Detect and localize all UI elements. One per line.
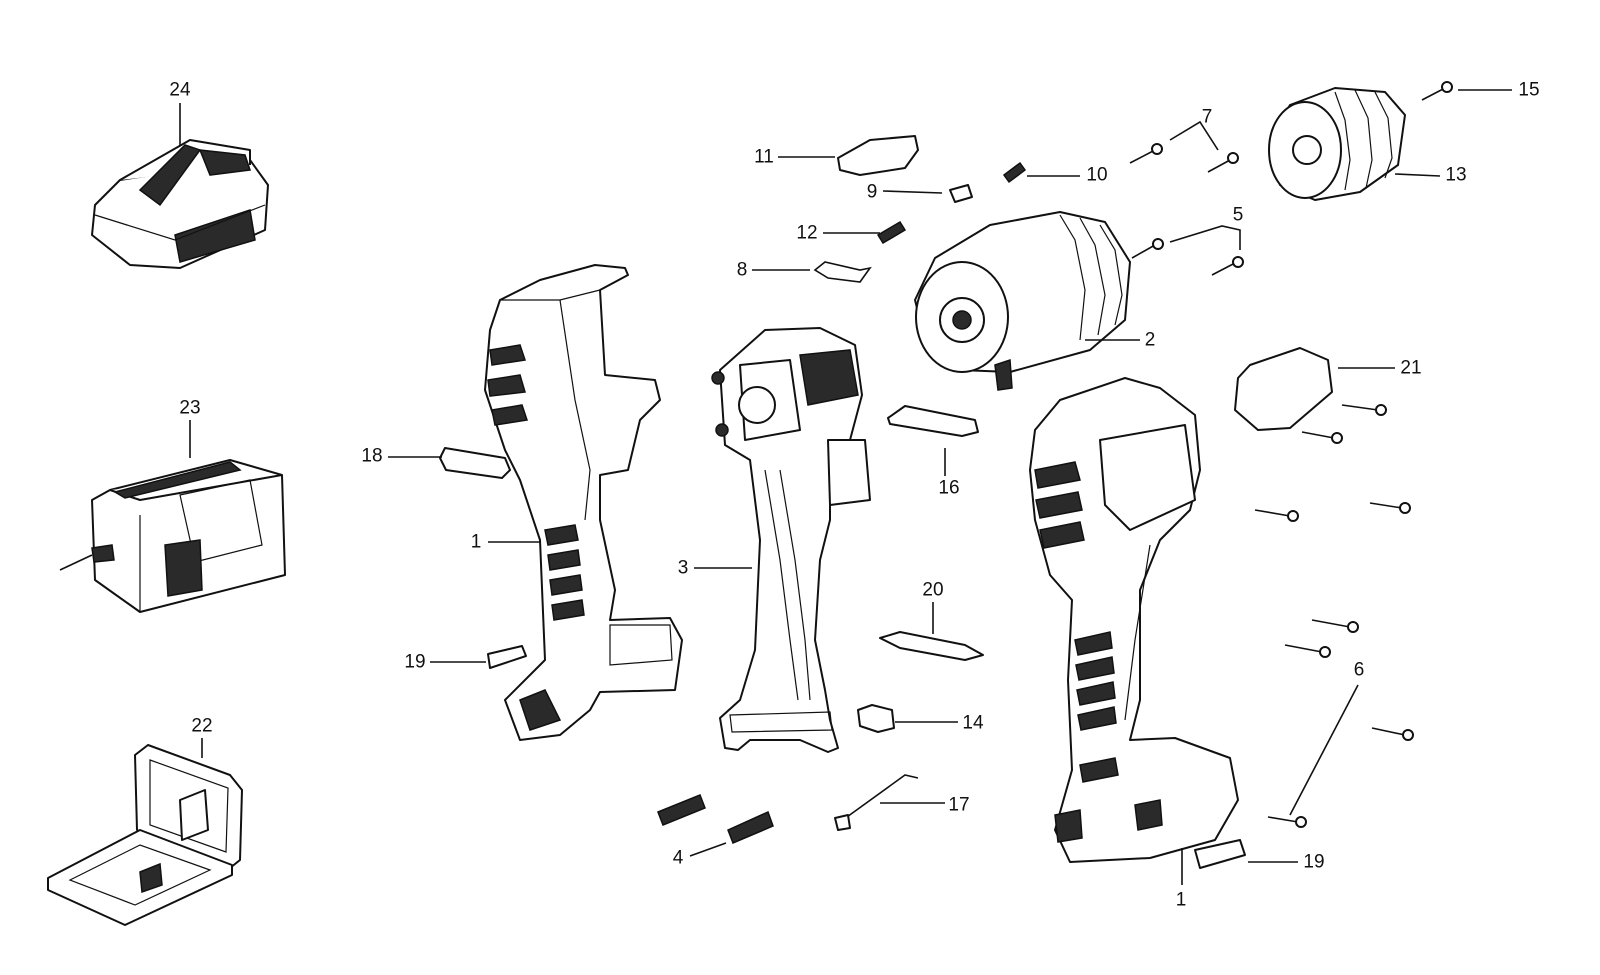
screw-icon <box>1371 727 1414 741</box>
callout-13: 13 <box>1445 164 1467 186</box>
callout-14: 14 <box>962 712 984 734</box>
callout-17: 17 <box>948 794 970 816</box>
charger-icon <box>59 459 286 613</box>
led-board-icon <box>887 405 979 437</box>
battery-pack-icon <box>91 139 269 269</box>
callout-15: 15 <box>1518 79 1540 101</box>
callout-5: 5 <box>1232 204 1244 226</box>
screw-icon <box>1267 816 1307 828</box>
label-icon <box>487 645 527 669</box>
label-icon <box>1194 839 1246 869</box>
callout-6: 6 <box>1353 659 1365 681</box>
callout-1-right: 1 <box>1175 889 1187 911</box>
callout-9: 9 <box>866 181 878 203</box>
spring-icon <box>876 220 907 245</box>
screw-icon <box>1369 502 1411 514</box>
housing-half-icon <box>1029 377 1239 863</box>
belt-hook-icon <box>834 774 919 831</box>
screw-icon <box>1207 152 1239 173</box>
callout-4: 4 <box>672 847 684 869</box>
chuck-icon <box>1268 87 1406 201</box>
clip-icon <box>813 261 872 283</box>
screw-icon <box>1284 644 1331 658</box>
callout-12: 12 <box>796 222 818 244</box>
screw-icon <box>1211 256 1244 276</box>
screwdriver-bit-icon <box>879 631 984 661</box>
callout-1-left: 1 <box>470 531 482 553</box>
screw-icon <box>1301 431 1343 444</box>
callout-7: 7 <box>1201 106 1213 128</box>
screw-icon <box>1311 619 1359 633</box>
callout-2: 2 <box>1144 329 1156 351</box>
label-icon <box>1234 347 1333 431</box>
screw-icon <box>1254 509 1299 522</box>
screw-icon <box>1421 81 1453 101</box>
label-icon <box>439 447 511 479</box>
shift-button-icon <box>837 135 919 176</box>
callout-22: 22 <box>191 715 213 737</box>
gearbox-icon <box>914 211 1131 391</box>
callout-21: 21 <box>1400 357 1422 379</box>
callout-19-right: 19 <box>1303 851 1325 873</box>
callout-19-left: 19 <box>404 651 426 673</box>
callout-3: 3 <box>677 557 689 579</box>
callout-18: 18 <box>361 445 383 467</box>
carry-case-icon <box>47 744 243 926</box>
callout-11: 11 <box>754 146 774 168</box>
housing-half-icon <box>484 264 683 741</box>
leader-lines <box>179 89 1512 885</box>
screw-icon <box>1129 143 1163 164</box>
callout-24: 24 <box>169 79 191 101</box>
callout-8: 8 <box>736 259 748 281</box>
screw-icon <box>1131 238 1164 259</box>
switch-knob-icon <box>949 184 973 203</box>
callout-16: 16 <box>938 477 960 499</box>
motor-assembly-icon <box>711 327 871 753</box>
spring-icon <box>1002 161 1027 184</box>
spring-icon <box>727 810 774 844</box>
callout-23: 23 <box>179 397 201 419</box>
callout-20: 20 <box>922 579 944 601</box>
lock-block-icon <box>857 704 895 733</box>
callout-10: 10 <box>1086 164 1108 186</box>
screw-icon <box>1341 404 1387 416</box>
spring-icon <box>657 794 706 826</box>
